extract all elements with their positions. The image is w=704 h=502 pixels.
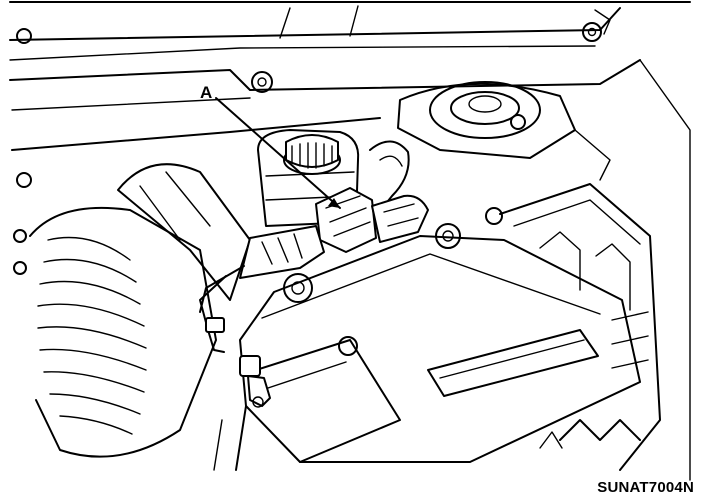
air-intake-duct	[29, 163, 251, 458]
cowl-bolts	[13, 22, 602, 275]
brake-fluid-reservoir	[257, 129, 360, 227]
cowl-panel	[9, 1, 691, 481]
strut-tower-mount	[397, 81, 611, 181]
engine-cover	[213, 207, 641, 471]
figure-code: SUNAT7004N	[597, 479, 694, 496]
battery-housing	[499, 183, 661, 471]
wiring-harness-connector	[199, 140, 429, 353]
callout-label-a: A	[200, 83, 212, 102]
hose-clip	[239, 355, 271, 408]
callout-a-leader	[215, 97, 341, 209]
